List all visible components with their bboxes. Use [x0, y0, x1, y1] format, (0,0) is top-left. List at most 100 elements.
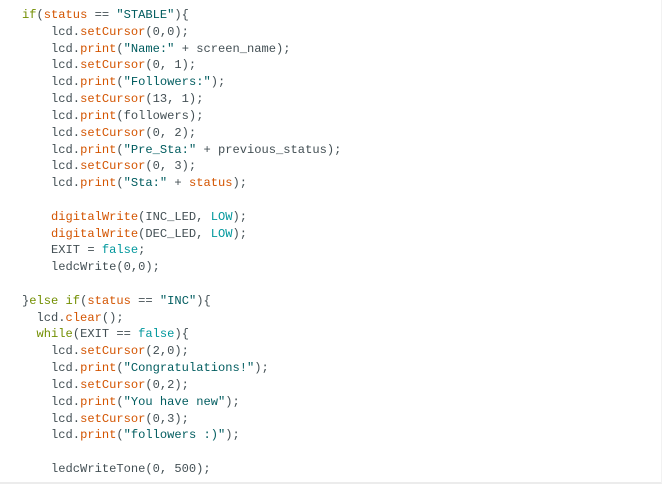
code-token: (INC_LED, [138, 209, 211, 224]
code-token: ledcWrite(0,0); [51, 260, 160, 275]
code-token: ( [116, 142, 124, 157]
string-token: "STABLE" [116, 8, 175, 22]
string-token: "Congratulations!" [123, 361, 255, 376]
string-token: "You have new" [123, 394, 226, 409]
indent [22, 126, 51, 140]
code-line [22, 276, 341, 293]
function-token: status [87, 293, 131, 308]
code-token: ( [116, 361, 124, 376]
code-line: if(status == "STABLE"){ [22, 7, 341, 24]
function-token: print [80, 108, 117, 123]
keyword-token: while [36, 327, 73, 342]
function-token: status [188, 176, 233, 191]
function-token: setCursor [80, 159, 146, 174]
function-token: print [80, 428, 117, 443]
string-token: "followers :)" [123, 428, 226, 443]
code-line: lcd.setCursor(0, 1); [22, 57, 341, 74]
indent [22, 243, 51, 257]
code-token: (EXIT == [72, 327, 139, 342]
function-token: clear [65, 310, 102, 325]
code-line: lcd.clear(); [22, 310, 341, 327]
function-token: setCursor [80, 377, 146, 392]
indent [22, 260, 51, 274]
code-token: ; [138, 243, 146, 258]
keyword-token: if [22, 8, 37, 22]
function-token: setCursor [80, 411, 146, 426]
code-token: ( [116, 394, 124, 409]
code-line: lcd.setCursor(0,2); [22, 377, 341, 394]
code-line: lcd.print("Pre_Sta:" + previous_status); [22, 142, 341, 159]
code-line: lcd.print("Sta:" + status); [22, 175, 341, 192]
function-token: setCursor [80, 24, 146, 39]
code-line: lcd.print("followers :)"); [22, 427, 341, 444]
constant-token: false [138, 327, 175, 342]
constant-token: LOW [210, 226, 233, 241]
code-token: (0,3); [145, 411, 189, 426]
code-token: lcd. [51, 394, 81, 409]
string-token: "INC" [159, 293, 197, 308]
indent [22, 176, 51, 190]
code-token: (DEC_LED, [138, 226, 211, 241]
code-line: ledcWriteTone(0, 500); [22, 461, 341, 478]
code-token: lcd. [51, 108, 81, 123]
code-token: lcd. [51, 125, 81, 140]
code-token: ( [116, 41, 124, 56]
code-token: ); [232, 226, 247, 241]
code-token: lcd. [51, 58, 81, 73]
function-token: setCursor [80, 125, 146, 140]
string-token: "Pre_Sta:" [123, 142, 197, 157]
code-token: ); [254, 361, 269, 376]
function-token: setCursor [80, 58, 146, 73]
code-line: lcd.setCursor(0,0); [22, 24, 341, 41]
indent [22, 210, 51, 224]
code-line: while(EXIT == false){ [22, 326, 341, 343]
string-token: "Sta:" [123, 176, 168, 191]
indent [22, 311, 37, 325]
code-token: == [87, 8, 117, 22]
function-token: digitalWrite [51, 226, 139, 241]
code-line: digitalWrite(INC_LED, LOW); [22, 209, 341, 226]
code-token: ); [210, 75, 226, 90]
code-token: (13, 1); [145, 92, 204, 107]
function-token: setCursor [80, 344, 146, 359]
code-line: EXIT = false; [22, 242, 341, 259]
code-token: ( [116, 75, 124, 90]
code-line: }else if(status == "INC"){ [22, 293, 341, 310]
code-token: lcd. [51, 428, 81, 443]
indent [22, 75, 51, 89]
code-token: ( [116, 176, 124, 191]
function-token: setCursor [80, 92, 146, 107]
string-token: "Name:" [123, 41, 175, 56]
code-line: ledcWrite(0,0); [22, 259, 341, 276]
keyword-token: else if [29, 293, 81, 308]
code-line: lcd.setCursor(2,0); [22, 343, 341, 360]
indent [22, 395, 51, 409]
code-line: lcd.print("You have new"); [22, 394, 341, 411]
constant-token: LOW [210, 209, 233, 224]
code-token: ( [116, 428, 124, 443]
indent [22, 227, 51, 241]
indent [22, 327, 37, 341]
code-token: lcd. [51, 41, 81, 56]
indent [22, 58, 51, 72]
code-line: lcd.setCursor(0, 3); [22, 158, 341, 175]
code-token: (2,0); [145, 344, 189, 359]
code-token: lcd. [51, 377, 81, 392]
code-token: (0,2); [145, 377, 189, 392]
code-token: lcd. [51, 361, 81, 376]
code-token: ledcWriteTone(0, 500); [51, 461, 211, 476]
code-text-area[interactable]: if(status == "STABLE"){ lcd.setCursor(0,… [22, 7, 341, 478]
code-token: ){ [196, 293, 211, 308]
code-line: lcd.setCursor(0,3); [22, 411, 341, 428]
indent [22, 462, 51, 476]
code-token: lcd. [51, 142, 81, 157]
code-token: lcd. [51, 24, 81, 39]
code-token: EXIT = [51, 243, 102, 258]
code-token: + [167, 176, 189, 191]
code-token: ( [80, 293, 88, 308]
code-token: (0, 1); [145, 58, 197, 73]
code-token: + previous_status); [196, 142, 342, 157]
code-token: (followers); [116, 108, 204, 123]
code-line: lcd.setCursor(13, 1); [22, 91, 341, 108]
